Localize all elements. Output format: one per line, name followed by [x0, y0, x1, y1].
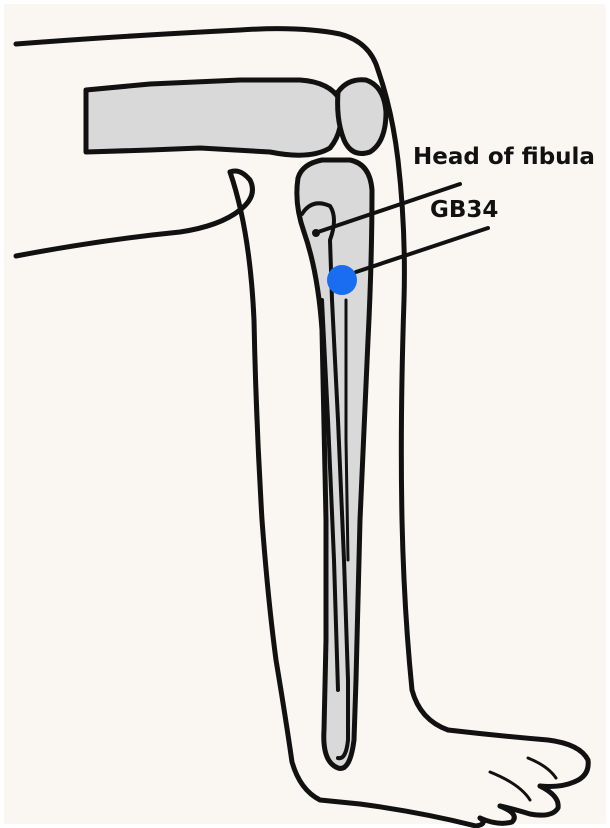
head-of-fibula-marker: [312, 229, 320, 237]
toe-line-2: [490, 772, 530, 800]
gb34-pointer-line: [356, 228, 488, 272]
tibia-bone: [297, 160, 372, 768]
patella-bone: [338, 80, 386, 154]
foot-outline: [448, 730, 588, 787]
gb34-label: GB34: [430, 199, 498, 222]
thigh-upper-outline: [16, 29, 378, 70]
toe-line-1: [528, 758, 556, 778]
femur-bone: [86, 80, 341, 155]
gb34-acupoint-marker: [327, 265, 357, 295]
head-of-fibula-label: Head of fibula: [413, 146, 595, 169]
sole-outline: [360, 804, 476, 826]
thigh-lower-outline: [16, 171, 252, 256]
